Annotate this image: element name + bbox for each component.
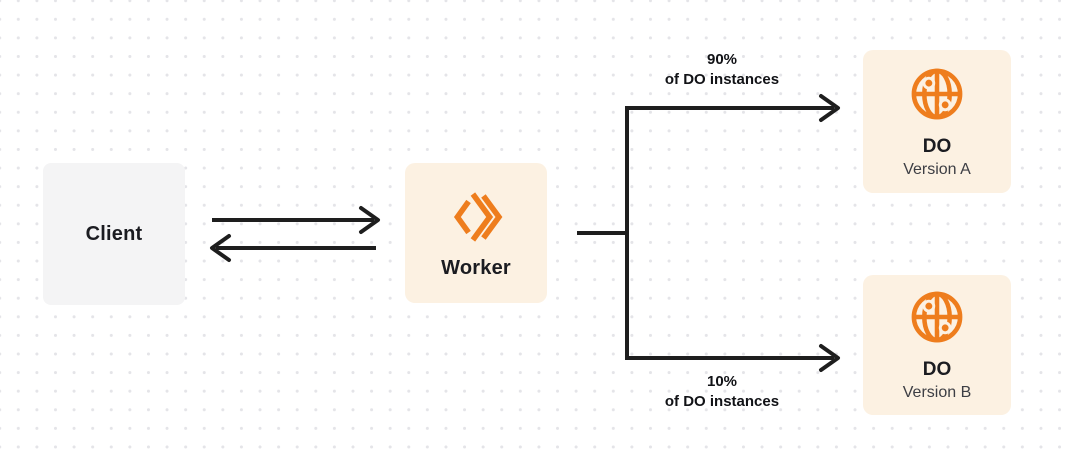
bottom-split-label: 10% of DO instances (627, 372, 817, 412)
bottom-split-caption: of DO instances (664, 393, 780, 410)
do-version-a-title: DO (922, 135, 952, 157)
worker-node: Worker (405, 163, 547, 303)
do-version-a-node: DO Version A (863, 50, 1011, 193)
workers-logo-icon (445, 186, 507, 248)
do-version-b-node: DO Version B (863, 275, 1011, 415)
do-version-a-subtitle: Version A (903, 160, 971, 178)
split-to-do-a-arrow (625, 94, 840, 122)
top-split-caption: of DO instances (664, 71, 780, 88)
split-to-do-b-arrow (625, 344, 840, 372)
split-connector (577, 106, 629, 360)
worker-node-label: Worker (441, 257, 511, 279)
do-version-b-title: DO (922, 359, 952, 380)
globe-icon (908, 288, 966, 346)
client-to-worker-arrow (212, 206, 380, 234)
globe-icon (908, 65, 966, 123)
top-split-label: 90% of DO instances (627, 50, 817, 90)
do-version-b-subtitle: Version B (902, 384, 972, 401)
bottom-split-percent: 10% (706, 373, 738, 390)
worker-to-client-arrow (210, 234, 376, 262)
client-node-label: Client (85, 222, 143, 245)
top-split-percent: 90% (706, 51, 738, 68)
client-node: Client (43, 163, 185, 305)
